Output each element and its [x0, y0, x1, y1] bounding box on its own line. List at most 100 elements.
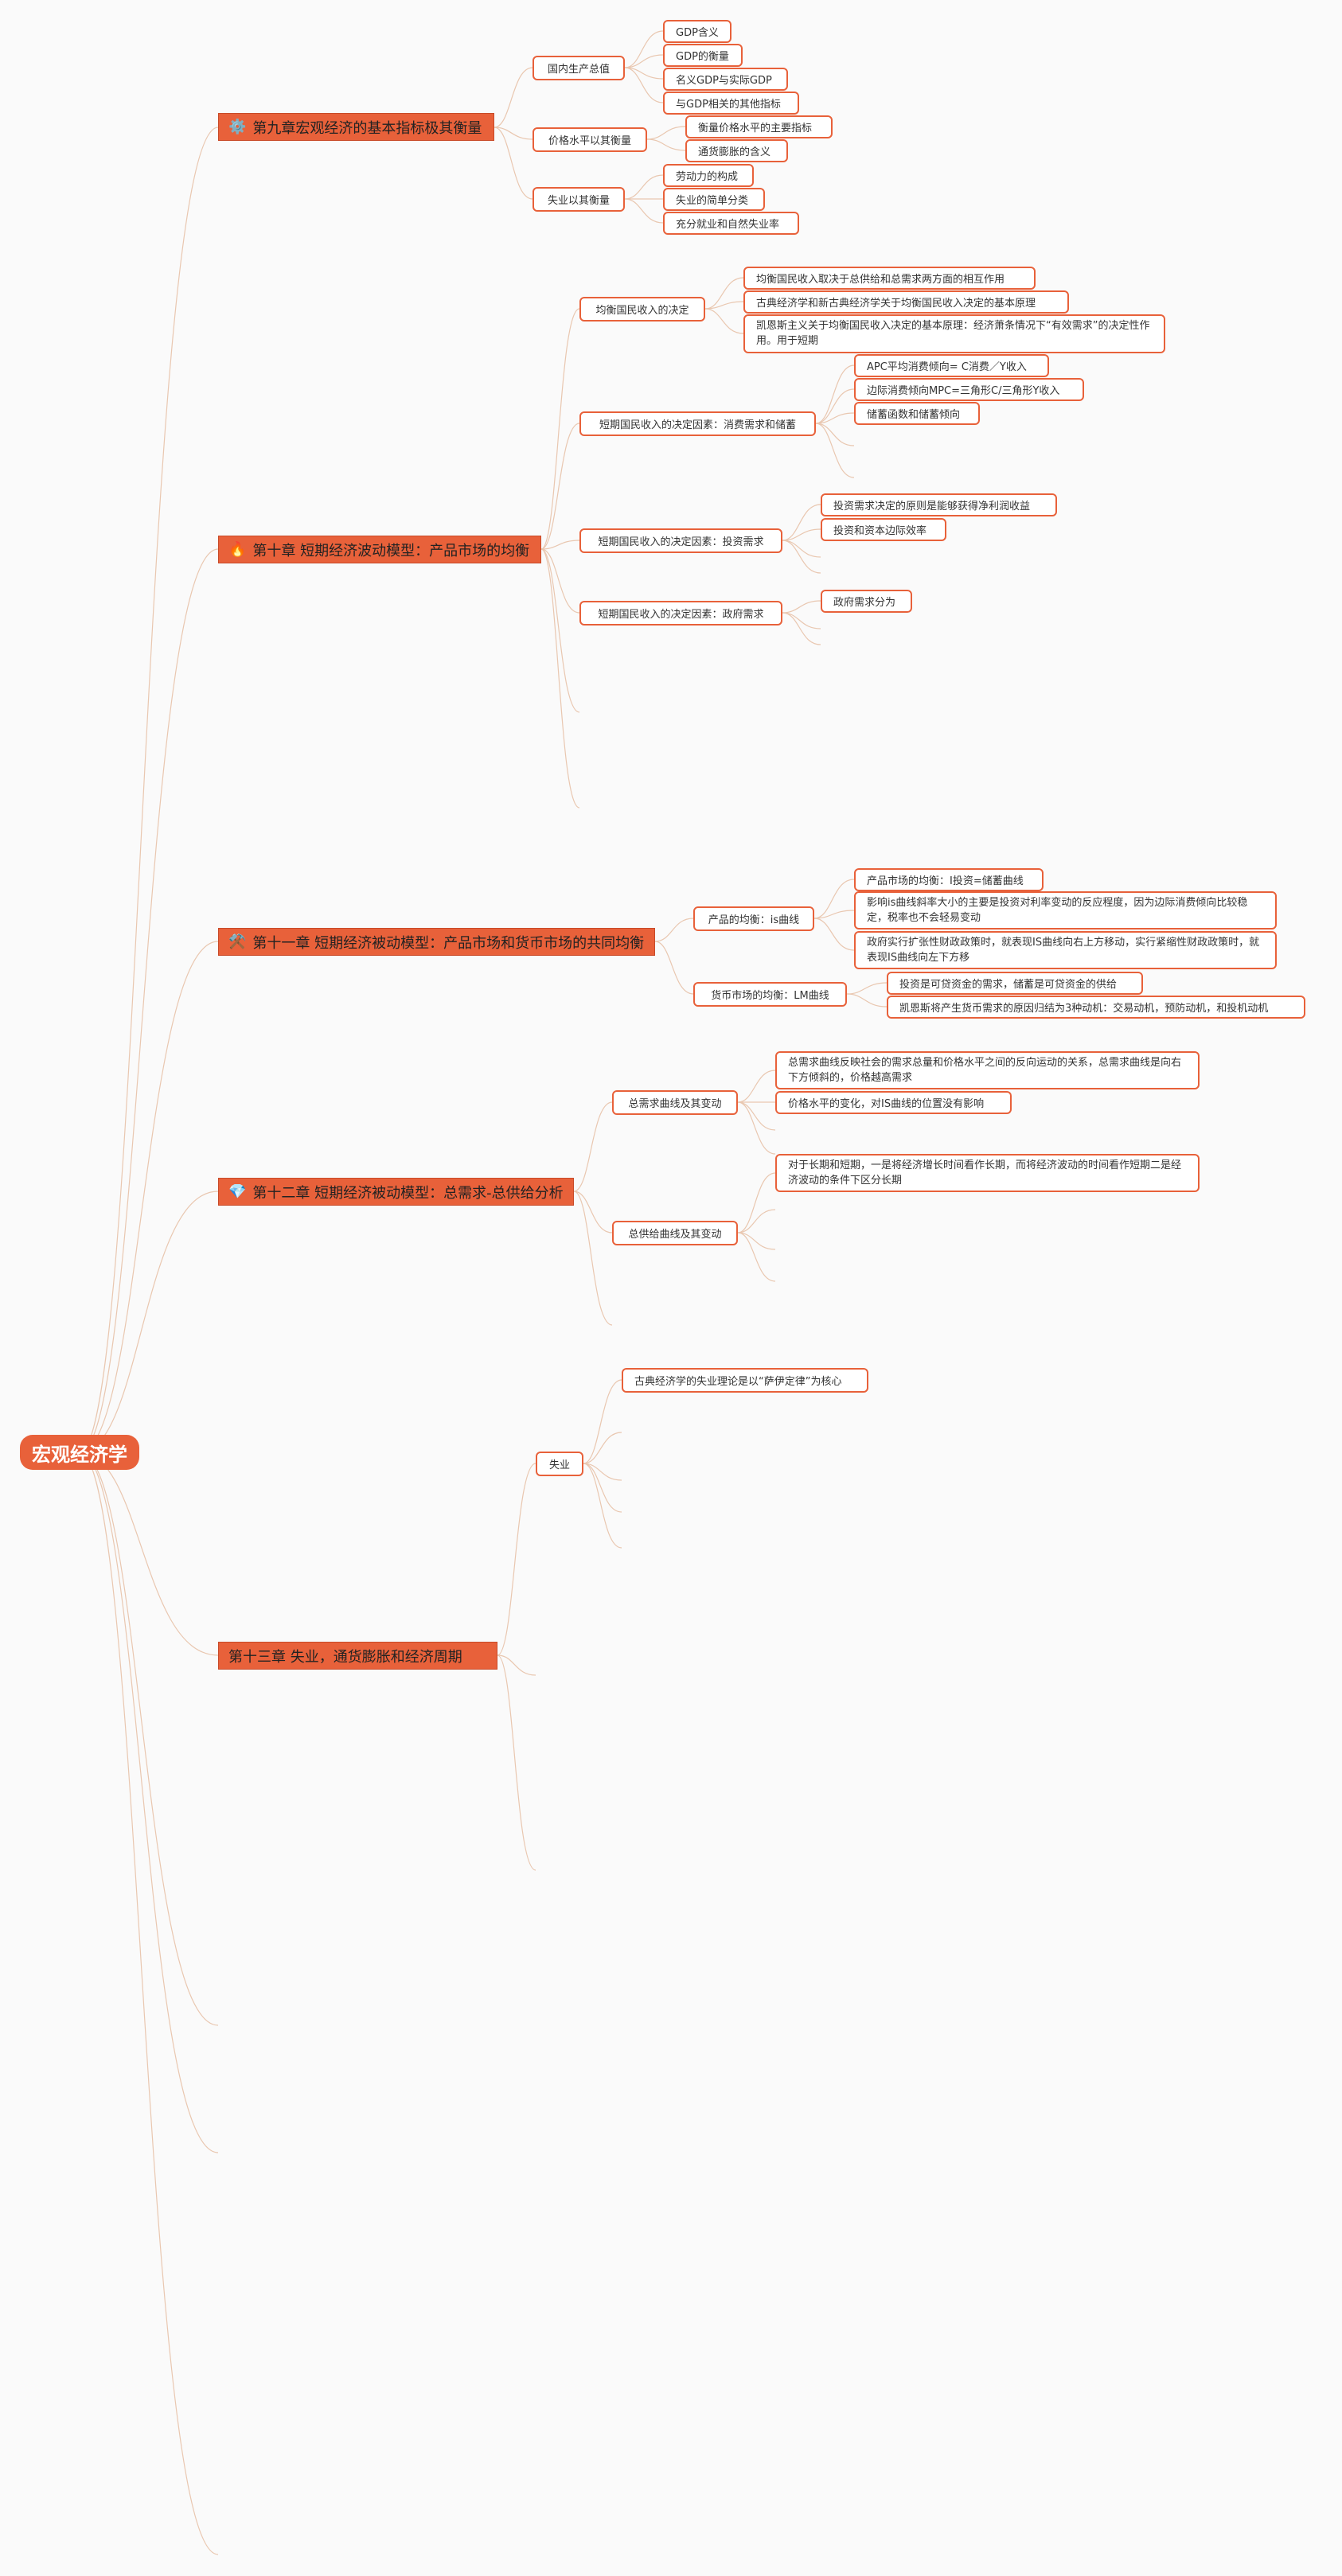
connector-line: [815, 364, 855, 424]
connector-line: [782, 600, 821, 614]
fire-icon: 🔥: [228, 541, 247, 558]
connector-line: [79, 1452, 219, 2026]
connector-line: [497, 1654, 536, 1676]
connector-line: [654, 918, 694, 942]
leaf-node[interactable]: 影响is曲线斜率大小的主要是投资对利率变动的反应程度，因为边际消费倾向比较稳定，…: [854, 891, 1277, 929]
connector-line: [540, 548, 580, 713]
connector-line: [782, 612, 821, 645]
connector-line: [815, 423, 855, 478]
leaf-node[interactable]: 政府需求分为: [821, 590, 912, 613]
connector-line: [846, 982, 888, 995]
connector-line: [540, 540, 580, 550]
chapter-12-node[interactable]: 💎 第十二章 短期经济被动模型：总需求-总供给分析: [218, 1178, 574, 1206]
connector-line: [704, 301, 744, 310]
leaf-node[interactable]: 与GDP相关的其他指标: [663, 92, 799, 115]
connector-line: [624, 174, 664, 200]
connector-line: [540, 308, 580, 550]
connector-line: [624, 30, 664, 68]
connector-line: [79, 548, 219, 1453]
leaf-node[interactable]: 产品市场的均衡：I投资=储蓄曲线: [854, 868, 1044, 891]
chapter-label: 第九章宏观经济的基本指标极其衡量: [252, 119, 482, 137]
connector-line: [846, 993, 888, 1007]
root-node[interactable]: 宏观经济学: [20, 1435, 139, 1470]
gem-icon: 💎: [228, 1183, 247, 1200]
leaf-node[interactable]: 凯恩斯将产生货币需求的原因归结为3种动机：交易动机，预防动机，和投机动机: [887, 996, 1305, 1019]
connector-line: [583, 1432, 622, 1464]
sub-node[interactable]: 失业以其衡量: [533, 187, 625, 212]
connector-line: [646, 138, 686, 151]
leaf-node[interactable]: 投资需求决定的原则是能够获得净利润收益: [821, 493, 1057, 516]
leaf-node[interactable]: 劳动力的构成: [663, 164, 754, 187]
leaf-node[interactable]: GDP的衡量: [663, 44, 743, 67]
leaf-node[interactable]: 政府实行扩张性财政政策时，就表现IS曲线向右上方移动，实行紧缩性财政政策时，就表…: [854, 931, 1277, 969]
leaf-node[interactable]: 价格水平的变化，对IS曲线的位置没有影响: [775, 1091, 1012, 1114]
connector-line: [737, 1101, 776, 1131]
leaf-node[interactable]: 古典经济学的失业理论是以“萨伊定律”为核心: [622, 1368, 868, 1393]
connector-line: [813, 910, 855, 919]
leaf-node[interactable]: 名义GDP与实际GDP: [663, 68, 788, 91]
connector-line: [815, 412, 855, 424]
connector-line: [782, 540, 821, 558]
leaf-node[interactable]: 对于长期和短期，一是将经济增长时间看作长期，而将经济波动的时间看作短期二是经济波…: [775, 1154, 1200, 1192]
connector-line: [646, 126, 686, 140]
leaf-node[interactable]: 凯恩斯主义关于均衡国民收入决定的基本原理：经济萧条情况下“有效需求”的决定性作用…: [743, 314, 1165, 353]
connector-line: [497, 1654, 536, 1871]
connector-line: [624, 54, 664, 68]
chapter-label: 第十二章 短期经济被动模型：总需求-总供给分析: [252, 1184, 564, 1202]
sub-node[interactable]: 总供给曲线及其变动: [612, 1221, 738, 1245]
connector-line: [815, 388, 855, 424]
connector-line: [737, 1101, 776, 1155]
sub-node[interactable]: 价格水平以其衡量: [533, 127, 647, 152]
sub-node[interactable]: 产品的均衡：is曲线: [693, 906, 814, 931]
leaf-node[interactable]: GDP含义: [663, 20, 731, 43]
connector-line: [815, 423, 855, 446]
sub-node[interactable]: 短期国民收入的决定因素：政府需求: [579, 601, 782, 625]
leaf-node[interactable]: 衡量价格水平的主要指标: [685, 115, 833, 138]
sub-node[interactable]: 国内生产总值: [533, 56, 625, 80]
connector-line: [782, 540, 821, 574]
sub-node[interactable]: 货币市场的均衡：LM曲线: [693, 982, 847, 1007]
sub-node[interactable]: 均衡国民收入的决定: [579, 297, 705, 322]
leaf-node[interactable]: 均衡国民收入取决于总供给和总需求两方面的相互作用: [743, 267, 1036, 290]
connector-line: [813, 918, 855, 951]
connector-line: [540, 423, 580, 550]
leaf-node[interactable]: 通货膨胀的含义: [685, 139, 788, 162]
connector-line: [737, 1232, 776, 1282]
chapter-10-node[interactable]: 🔥 第十章 短期经济波动模型：产品市场的均衡: [218, 536, 541, 563]
connector-line: [737, 1172, 776, 1233]
connector-line: [737, 1209, 776, 1233]
leaf-node[interactable]: 充分就业和自然失业率: [663, 212, 799, 235]
leaf-node[interactable]: 总需求曲线反映社会的需求总量和价格水平之间的反向运动的关系，总需求曲线是向右下方…: [775, 1051, 1200, 1089]
connector-line: [497, 1463, 536, 1656]
sub-node[interactable]: 短期国民收入的决定因素：投资需求: [579, 528, 782, 553]
chapter-11-node[interactable]: ⚒️ 第十一章 短期经济被动模型：产品市场和货币市场的共同均衡: [218, 928, 655, 956]
leaf-node[interactable]: 失业的简单分类: [663, 188, 765, 211]
connector-line: [782, 504, 821, 541]
sub-node[interactable]: 总需求曲线及其变动: [612, 1090, 738, 1115]
chapter-13-node[interactable]: 第十三章 失业，通货膨胀和经济周期: [218, 1642, 497, 1670]
connector-line: [79, 1452, 219, 2555]
connector-line: [573, 1101, 613, 1192]
connector-line: [493, 67, 533, 128]
connector-line: [583, 1463, 622, 1481]
sub-node[interactable]: 短期国民收入的决定因素：消费需求和储蓄: [579, 411, 816, 436]
leaf-node[interactable]: 储蓄函数和储蓄倾向: [854, 402, 980, 425]
connector-line: [704, 308, 744, 334]
connector-line: [493, 127, 533, 200]
connector-line: [583, 1463, 622, 1549]
leaf-node[interactable]: APC平均消费倾向= C消费／Y收入: [854, 354, 1049, 377]
leaf-node[interactable]: 投资是可贷资金的需求，储蓄是可贷资金的供给: [887, 972, 1143, 995]
leaf-node[interactable]: 边际消费倾向MPC=三角形C/三角形Y收入: [854, 378, 1084, 401]
sub-node[interactable]: 失业: [536, 1452, 583, 1476]
leaf-node[interactable]: 投资和资本边际效率: [821, 518, 946, 541]
connector-line: [493, 127, 533, 140]
connector-line: [540, 548, 580, 809]
tools-icon: ⚒️: [228, 933, 247, 950]
connector-line: [540, 548, 580, 614]
connector-line: [79, 127, 219, 1453]
chapter-label: 第十一章 短期经济被动模型：产品市场和货币市场的共同均衡: [252, 934, 645, 952]
leaf-node[interactable]: 古典经济学和新古典经济学关于均衡国民收入决定的基本原理: [743, 290, 1069, 314]
chapter-label: 第十章 短期经济波动模型：产品市场的均衡: [252, 542, 530, 559]
chapter-9-node[interactable]: ⚙️ 第九章宏观经济的基本指标极其衡量: [218, 113, 494, 141]
connector-line: [583, 1463, 622, 1513]
